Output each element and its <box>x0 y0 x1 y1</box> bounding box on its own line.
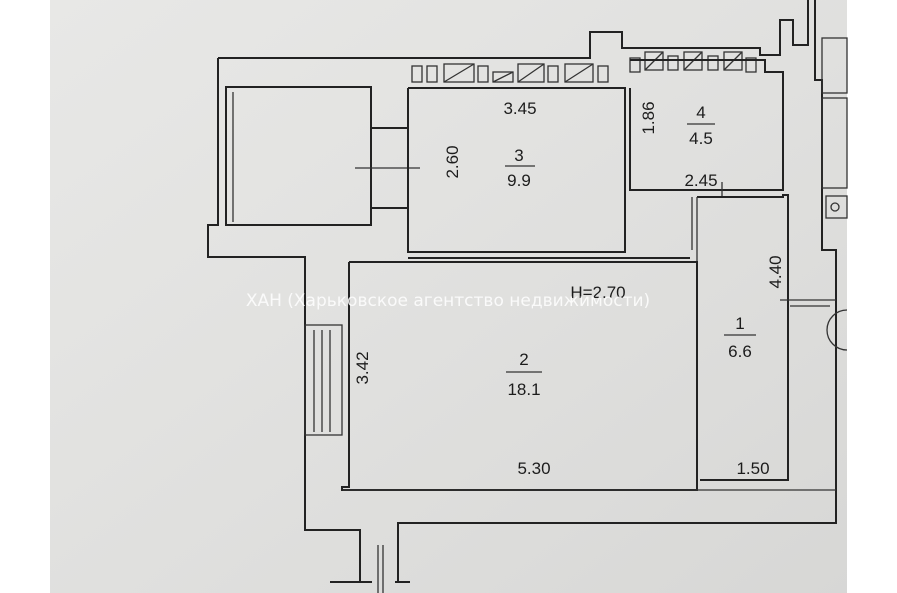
right-features <box>821 37 848 351</box>
room1-length-label: 4.40 <box>766 255 785 288</box>
room-3-label: 3 9.9 <box>505 146 535 190</box>
room-2-number: 2 <box>519 350 528 369</box>
room-2-outline <box>341 261 836 491</box>
room2-depth-label: 3.42 <box>353 351 372 384</box>
room-4-label: 4 4.5 <box>687 103 715 148</box>
room-1-area: 6.6 <box>728 342 752 361</box>
outer-walls <box>207 0 837 593</box>
room1-width-label: 1.50 <box>736 459 769 478</box>
paper-shadow <box>50 0 847 593</box>
balcony <box>225 86 420 226</box>
room-4-outline <box>629 59 784 196</box>
room3-width-label: 3.45 <box>503 99 536 118</box>
room-3-area: 9.9 <box>507 171 531 190</box>
room-1-label: 1 6.6 <box>724 314 756 361</box>
room-1-number: 1 <box>735 314 744 333</box>
room2-width-label: 5.30 <box>517 459 550 478</box>
room-2-area: 18.1 <box>507 380 540 399</box>
watermark: ХАН (Харьковское агентство недвижимости) <box>246 291 650 311</box>
room-4-number: 4 <box>696 103 705 122</box>
room4-depth-label: 1.86 <box>639 101 658 134</box>
room4-width-label: 2.45 <box>684 171 717 190</box>
room-2-label: 2 18.1 <box>506 350 542 399</box>
room-3-number: 3 <box>514 146 523 165</box>
room-3-outline <box>407 87 690 259</box>
room-4-area: 4.5 <box>689 129 713 148</box>
ceiling-height-label: H=2.70 <box>570 283 625 302</box>
entrance-hatch <box>304 324 343 436</box>
room3-depth-label: 2.60 <box>443 145 462 178</box>
